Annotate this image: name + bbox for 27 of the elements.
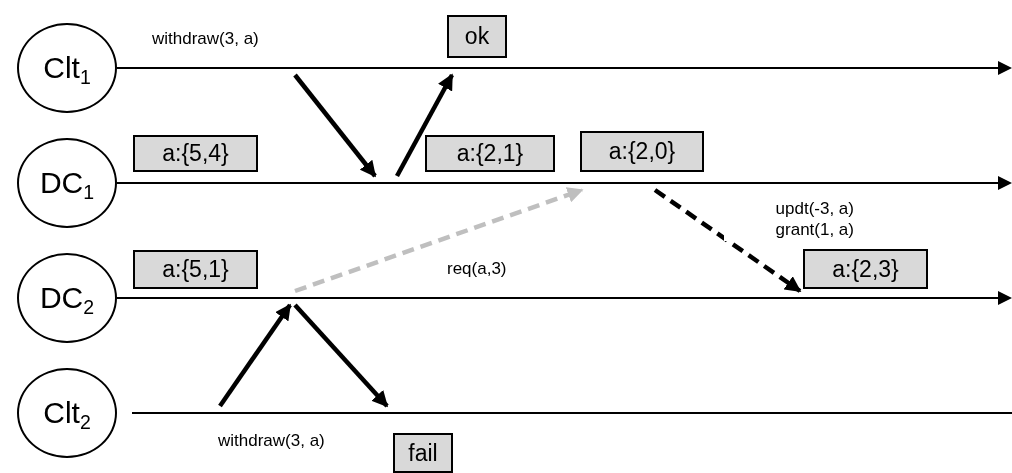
- timeline-arrow: [117, 61, 1012, 75]
- state-box: [425, 135, 555, 172]
- participant-label: DC$_{1}$: [39, 166, 95, 200]
- state-label: a:{5,1}: [162, 256, 229, 283]
- state-label: a:{2,0}: [608, 138, 676, 165]
- arrow: [293, 73, 377, 178]
- state-label: ok: [464, 23, 490, 50]
- state-label: a:{2,3}: [832, 255, 899, 283]
- state-label: fail: [408, 439, 438, 467]
- timeline-arrow: [117, 176, 1012, 190]
- state-box: [447, 15, 507, 58]
- arrow: [218, 303, 292, 408]
- dashed-arrow: [294, 187, 584, 294]
- dashed-arrow: [653, 188, 802, 293]
- state-box: [133, 250, 258, 289]
- timeline-arrow: [117, 291, 1012, 305]
- participant-label: Clt$_{1}$: [43, 51, 91, 85]
- state-label: a:{5,4}: [162, 140, 229, 167]
- participant-label: Clt$_{2}$: [43, 396, 91, 430]
- state-label: a:{2,1}: [456, 140, 524, 167]
- arrow: [395, 73, 454, 178]
- state-box: [803, 249, 928, 289]
- state-box: [133, 135, 258, 172]
- state-box: [580, 131, 704, 172]
- state-box: [393, 433, 453, 473]
- participant-label: DC$_{2}$: [39, 281, 95, 315]
- arrow: [293, 303, 389, 408]
